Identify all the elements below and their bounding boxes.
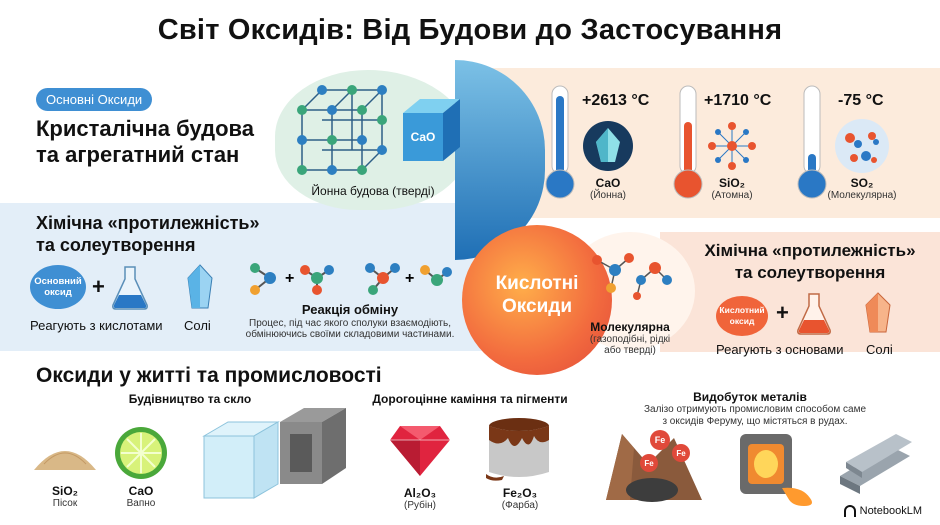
- fe-badge: Fe: [650, 430, 670, 450]
- basic-oxide-badge-line1: Основний: [34, 276, 82, 287]
- ruby-name: (Рубін): [404, 500, 436, 511]
- reacts-with-acids: Реагують з кислотами: [30, 318, 163, 333]
- acid-oxides-line2: Оксиди: [501, 296, 573, 317]
- basic-chem-heading: Хімічна «протилежність» та солеутворення: [36, 212, 259, 256]
- exchange-reaction-icon: + +: [250, 263, 452, 295]
- temp-type-so2: (Молекулярна): [827, 190, 897, 201]
- lime-formula: CaO: [128, 484, 154, 498]
- temp-value-so2: -75 °C: [838, 92, 884, 109]
- thermometer-icon: [797, 85, 827, 199]
- acid-chem-heading-line2: та солеутворення: [734, 263, 886, 282]
- molecular-sub-line1: (газоподібні, рідкі: [589, 334, 671, 345]
- reaction-desc-line2: обмінюючись своїми складовими частинами.: [245, 329, 455, 340]
- thermometer-icon: [545, 85, 575, 199]
- structure-heading: Кристалічна будова та агрегатний стан: [36, 116, 254, 168]
- structure-heading-line2: та агрегатний стан: [36, 142, 240, 167]
- sand-pile-icon: [34, 451, 96, 470]
- thermometer-cao: [540, 82, 580, 207]
- temp-value-cao: +2613 °C: [582, 92, 650, 109]
- plus-sign: +: [776, 300, 789, 325]
- molecules-icon: [835, 119, 889, 173]
- molecular-sub-line2: або тверді): [604, 345, 656, 356]
- temp-formula-so2: SO₂: [850, 176, 874, 190]
- basic-oxide-badge-line2: оксид: [44, 287, 72, 298]
- svg-text:+: +: [285, 270, 294, 287]
- basic-chem-heading-line1: Хімічна «протилежність»: [36, 213, 260, 233]
- reaction-desc-line1: Процес, під час якого сполуки взаємодіют…: [249, 318, 451, 329]
- atomic-lattice-icon: [708, 122, 756, 170]
- notebooklm-brand: NotebookLM: [837, 503, 928, 519]
- lime-icon: [115, 427, 167, 479]
- paint-name: (Фарба): [501, 500, 539, 511]
- ruby-icon: [390, 426, 450, 476]
- flask-icon: [112, 266, 148, 310]
- paint-formula: Fe₂O₃: [502, 486, 538, 500]
- molecular-subtitle: (газоподібні, рідкі або тверді): [580, 334, 680, 356]
- sand-name: Пісок: [52, 498, 78, 509]
- acid-chemistry-zone: [660, 232, 940, 356]
- cao-cube-icon: [403, 99, 460, 161]
- basic-chem-heading-line2: та солеутворення: [36, 235, 196, 255]
- metals-title: Видобуток металів: [693, 390, 807, 404]
- notebooklm-label: NotebookLM: [859, 505, 922, 517]
- gems-title: Дорогоцінне каміння та пігменти: [372, 392, 568, 406]
- metals-desc-line2: з оксидів Феруму, що містяться в рудах.: [662, 416, 848, 427]
- metals-desc-line1: Залізо отримують промисловим способом са…: [643, 404, 867, 415]
- life-heading: Оксиди у житті та промисловості: [36, 364, 382, 387]
- acid-oxide-badge-line1: Кислотний: [719, 305, 765, 315]
- acid-chem-heading: Хімічна «протилежність» та солеутворення: [690, 240, 930, 284]
- steel-beams-icon: [840, 434, 912, 494]
- ionic-caption: Йонна будова (тверді): [311, 184, 435, 198]
- temp-value-sio2: +1710 °C: [704, 92, 772, 109]
- furnace-icon: [740, 434, 812, 506]
- thermometer-sio2: [668, 82, 708, 207]
- lime-name: Вапно: [126, 498, 156, 509]
- acid-oxides-line1: Кислотні: [495, 273, 579, 294]
- temp-type-cao: (Йонна): [589, 190, 626, 201]
- basic-oxides-badge: Основні Оксиди: [36, 88, 153, 111]
- salt-crystal-icon: [865, 292, 891, 333]
- acid-chem-heading-line1: Хімічна «протилежність»: [704, 241, 916, 260]
- acid-oxides-circle: [462, 225, 612, 375]
- basic-salts-label: Солі: [184, 318, 211, 333]
- temp-formula-cao: CaO: [595, 176, 621, 190]
- structure-heading-line1: Кристалічна будова: [36, 116, 254, 141]
- construction-title: Будівництво та скло: [128, 392, 252, 406]
- flask-icon: [797, 293, 831, 335]
- sand-formula: SiO₂: [51, 484, 78, 498]
- temp-type-sio2: (Атомна): [711, 190, 753, 201]
- page-title: Світ Оксидів: Від Будови до Застосування: [157, 14, 783, 46]
- ruby-formula: Al₂O₃: [403, 486, 437, 500]
- acid-oxide-badge-line2: оксид: [729, 316, 755, 326]
- molecular-title: Молекулярна: [590, 320, 670, 334]
- glass-and-concrete-icon: [202, 408, 346, 499]
- salt-crystal-icon: [187, 264, 213, 309]
- molecular-structure-icon: [592, 253, 672, 300]
- crystal-gem-icon: [583, 121, 633, 171]
- fe-badge: Fe: [640, 454, 658, 472]
- thermometer-so2: [792, 82, 832, 207]
- acid-salts-label: Солі: [866, 342, 893, 357]
- reaction-title: Реакція обміну: [301, 302, 399, 317]
- fe-badge: Fe: [672, 444, 690, 462]
- notebooklm-icon: [843, 505, 856, 517]
- temp-formula-sio2: SiO₂: [718, 176, 745, 190]
- paint-can-icon: [486, 418, 549, 481]
- svg-text:+: +: [405, 270, 414, 287]
- plus-sign: +: [92, 274, 105, 299]
- reaction-description: Процес, під час якого сполуки взаємодіют…: [240, 318, 460, 340]
- acid-oxides-title: Кислотні Оксиди: [472, 272, 602, 318]
- metals-description: Залізо отримують промисловим способом са…: [620, 404, 890, 428]
- cao-cube-label: CaO: [410, 130, 436, 144]
- crystal-lattice-icon: [297, 85, 387, 175]
- basic-chemistry-zone: [0, 203, 505, 351]
- thermometer-icon: [673, 85, 703, 199]
- reacts-with-bases: Реагують з основами: [716, 342, 844, 357]
